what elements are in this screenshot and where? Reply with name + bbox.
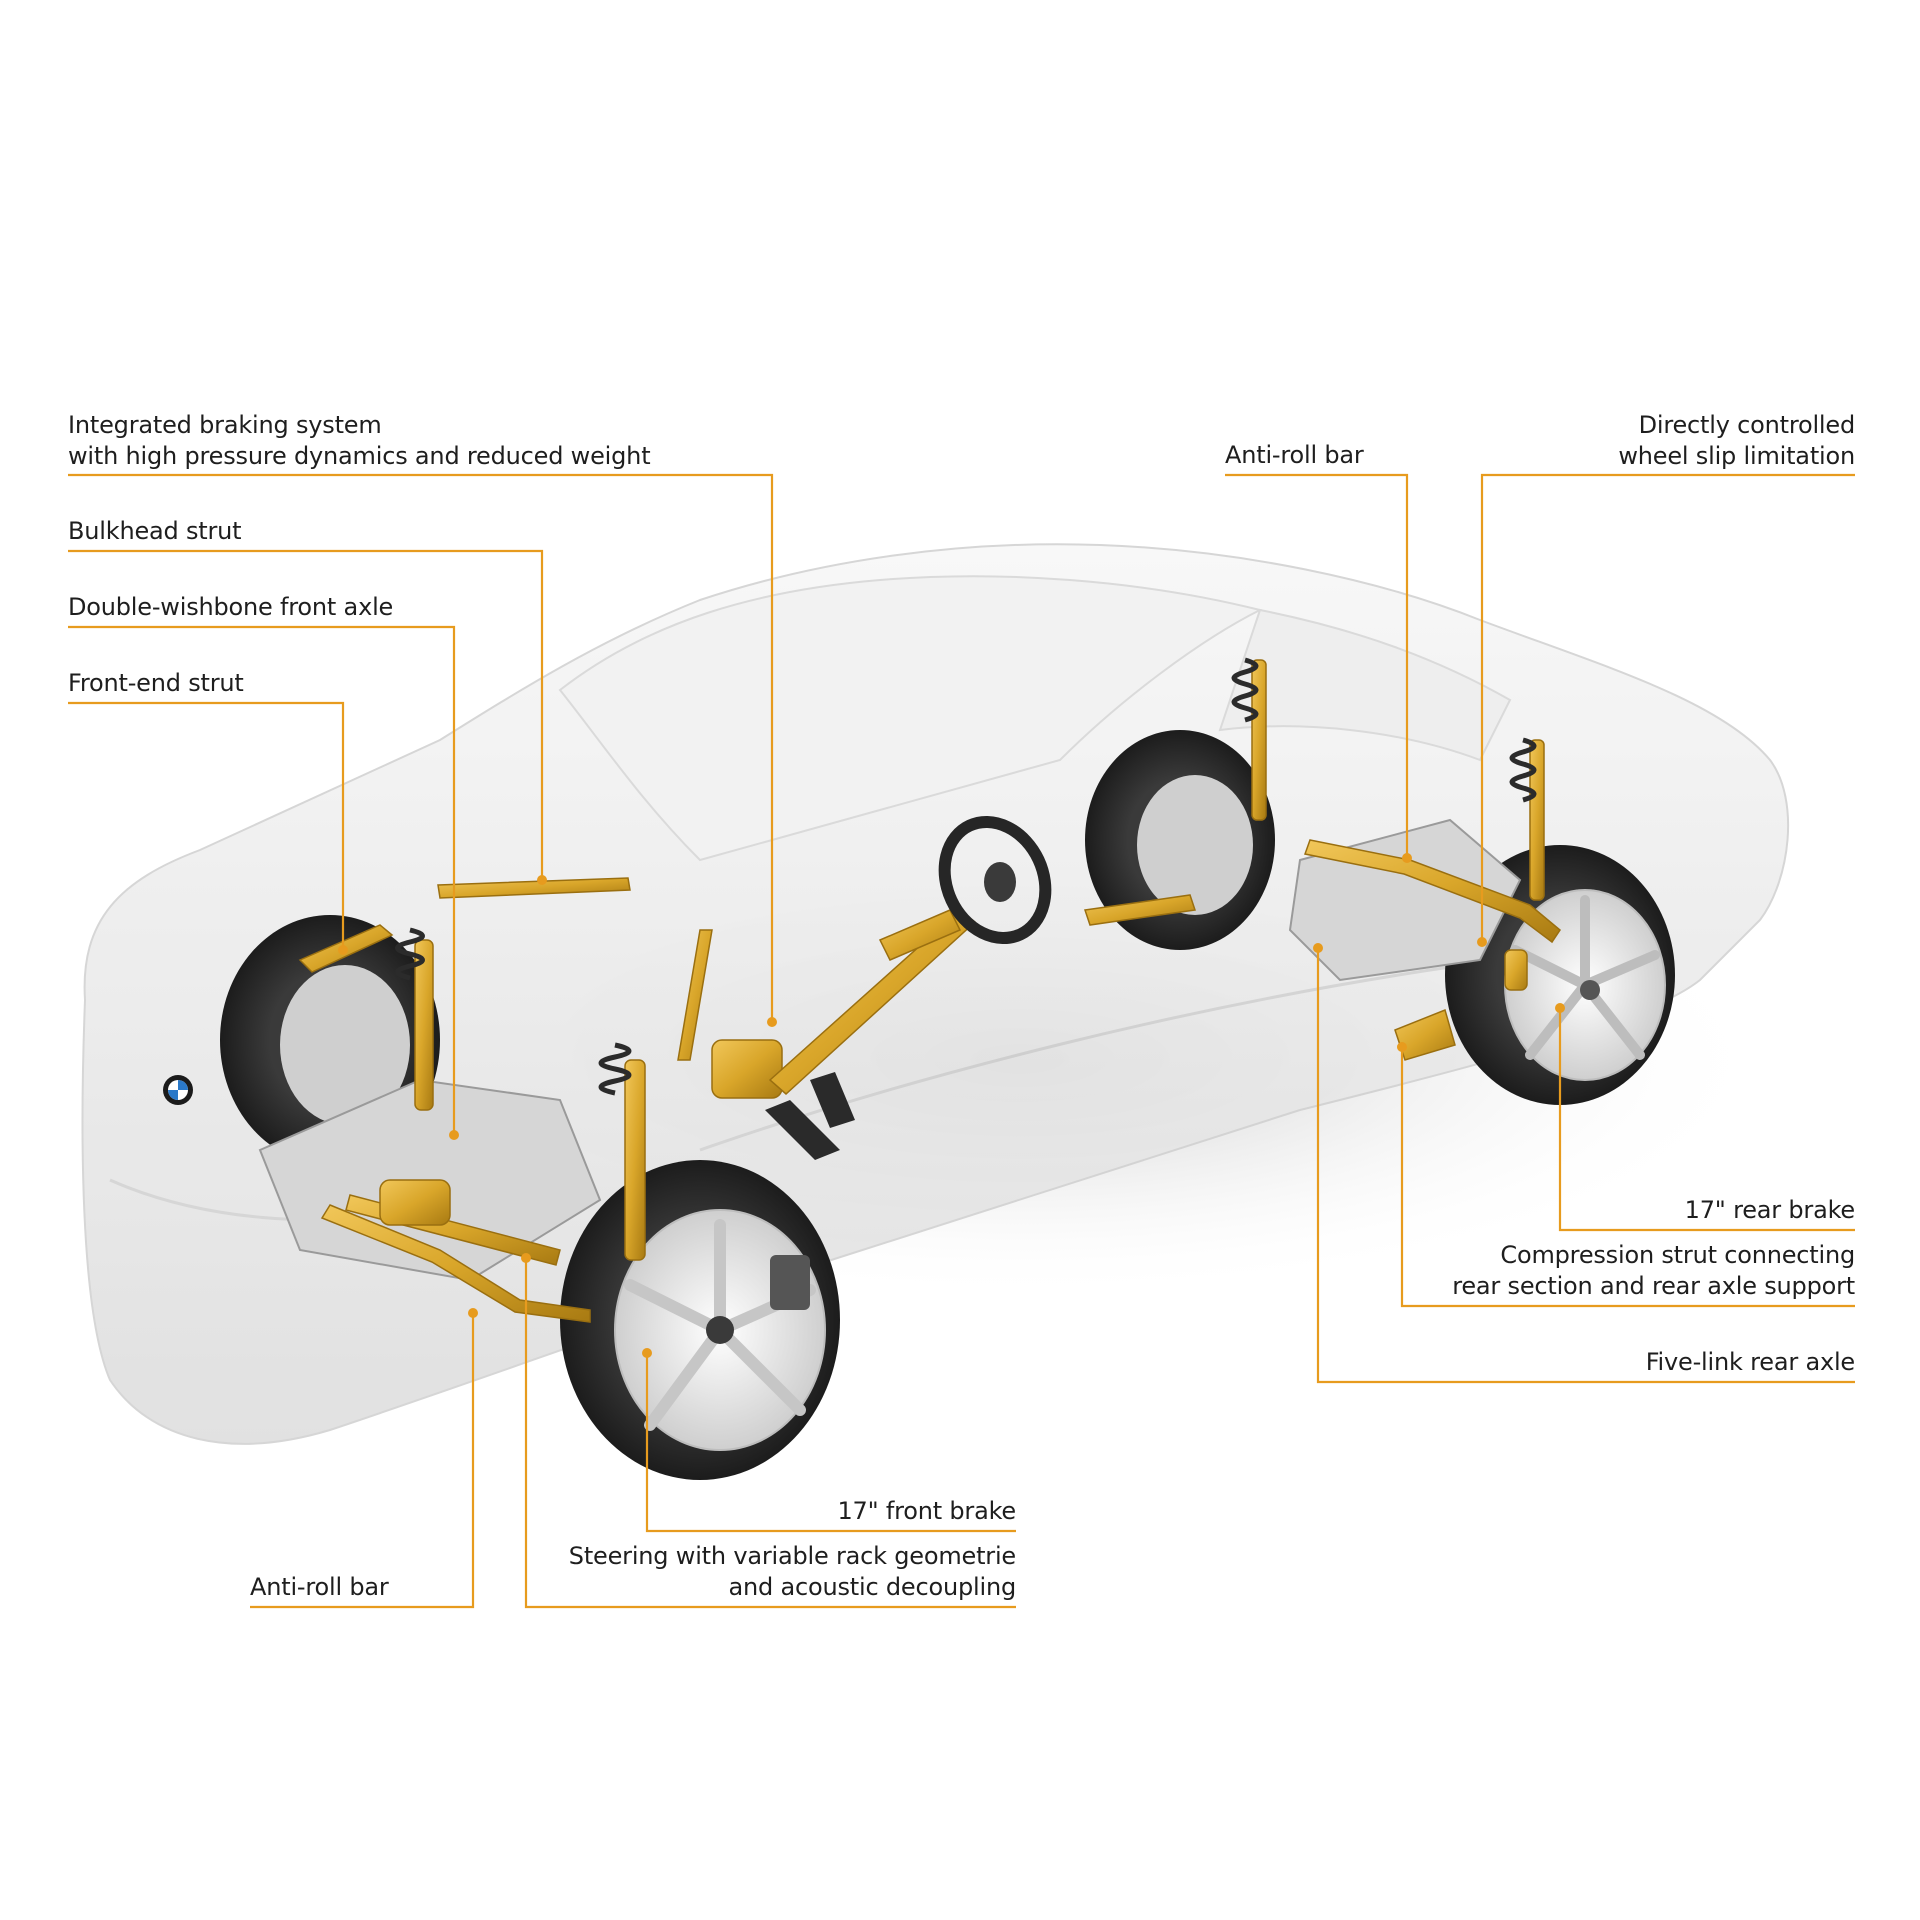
label-wheel-slip-line2: wheel slip limitation bbox=[1618, 442, 1855, 470]
label-steering: Steering with variable rack geometrie an… bbox=[569, 1541, 1016, 1603]
pedals bbox=[765, 1072, 855, 1160]
front-right-wheel bbox=[560, 1160, 840, 1480]
leader-rear-anti-roll-bar bbox=[1225, 473, 1409, 858]
leader-wheel-slip bbox=[1480, 473, 1855, 942]
leader-front-brake bbox=[645, 1353, 1016, 1533]
label-five-link: Five-link rear axle bbox=[1646, 1347, 1855, 1378]
label-wheel-slip-line1: Directly controlled bbox=[1638, 411, 1856, 439]
label-front-anti-roll-bar: Anti-roll bar bbox=[250, 1572, 389, 1603]
label-steering-line1: Steering with variable rack geometrie bbox=[568, 1542, 1016, 1570]
leader-front-end-strut bbox=[68, 701, 345, 950]
leader-integrated-braking bbox=[68, 473, 774, 1022]
label-steering-line2: and acoustic decoupling bbox=[728, 1573, 1017, 1601]
leader-lines bbox=[68, 473, 1855, 1609]
label-front-brake-line1: 17" front brake bbox=[837, 1497, 1016, 1525]
label-bulkhead-strut-line1: Bulkhead strut bbox=[68, 517, 242, 545]
coil-springs bbox=[395, 657, 1537, 1096]
leader-bulkhead-strut bbox=[68, 549, 544, 880]
label-front-brake: 17" front brake bbox=[837, 1496, 1016, 1527]
leader-compression-strut bbox=[1400, 1047, 1855, 1308]
label-rear-brake: 17" rear brake bbox=[1684, 1195, 1856, 1226]
label-wheel-slip: Directly controlled wheel slip limitatio… bbox=[1618, 410, 1855, 472]
label-compression-strut-line2: rear section and rear axle support bbox=[1452, 1272, 1855, 1300]
label-bulkhead-strut: Bulkhead strut bbox=[68, 516, 242, 547]
bmw-logo bbox=[163, 1075, 193, 1105]
rear-left-wheel bbox=[1085, 730, 1275, 950]
label-compression-strut: Compression strut connecting rear sectio… bbox=[1452, 1240, 1855, 1302]
label-double-wishbone-line1: Double-wishbone front axle bbox=[68, 593, 394, 621]
label-rear-anti-roll-bar: Anti-roll bar bbox=[1225, 440, 1364, 471]
leader-rear-brake bbox=[1558, 1008, 1855, 1232]
leader-double-wishbone bbox=[68, 625, 456, 1135]
label-five-link-line1: Five-link rear axle bbox=[1645, 1348, 1855, 1376]
label-double-wishbone: Double-wishbone front axle bbox=[68, 592, 393, 623]
label-integrated-braking-line2: with high pressure dynamics and reduced … bbox=[68, 442, 651, 470]
steering-wheel bbox=[938, 815, 1052, 945]
leader-steering bbox=[524, 1258, 1016, 1609]
label-compression-strut-line1: Compression strut connecting bbox=[1500, 1241, 1855, 1269]
suspension-components bbox=[298, 659, 1561, 1323]
label-front-end-strut: Front-end strut bbox=[68, 668, 244, 699]
label-integrated-braking: Integrated braking system with high pres… bbox=[68, 410, 651, 472]
label-rear-brake-line1: 17" rear brake bbox=[1684, 1196, 1856, 1224]
leader-front-anti-roll-bar bbox=[250, 1313, 475, 1609]
label-integrated-braking-line1: Integrated braking system bbox=[68, 411, 382, 439]
label-rear-anti-roll-bar-line1: Anti-roll bar bbox=[1225, 441, 1364, 469]
label-front-end-strut-line1: Front-end strut bbox=[68, 669, 244, 697]
leader-endpoints bbox=[338, 853, 1565, 1358]
label-front-anti-roll-bar-line1: Anti-roll bar bbox=[250, 1573, 389, 1601]
leader-five-link bbox=[1316, 948, 1855, 1384]
